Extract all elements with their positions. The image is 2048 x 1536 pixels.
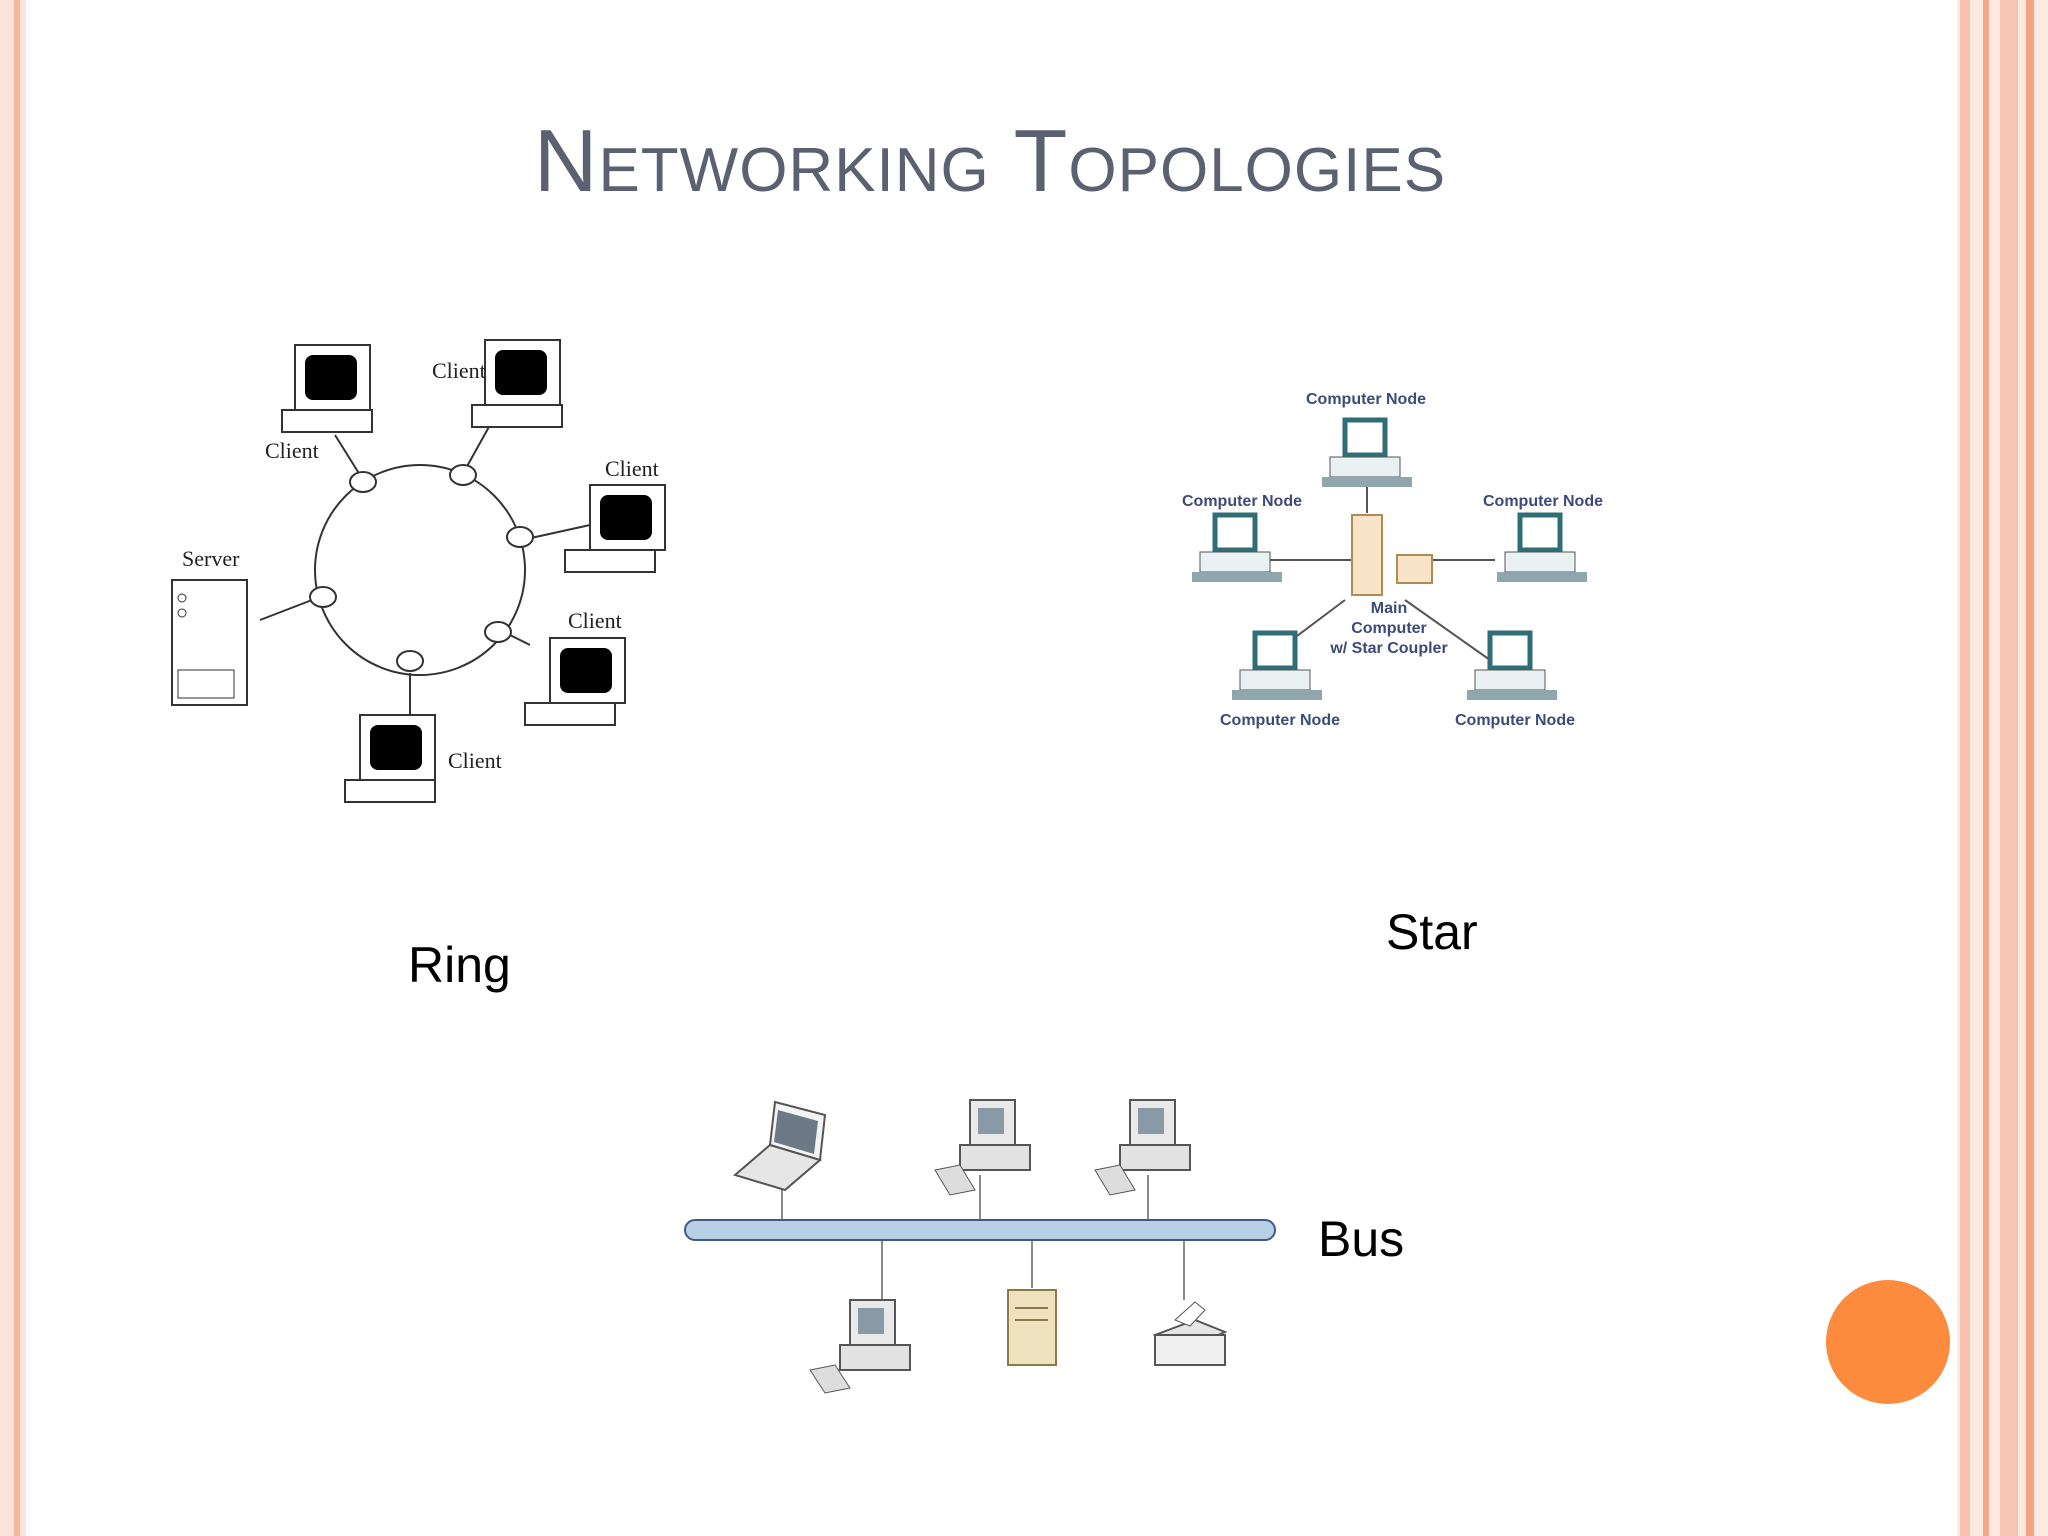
computer-node-icon bbox=[1467, 630, 1557, 700]
main-computer-label: Main bbox=[1371, 600, 1407, 617]
bus-topology-diagram bbox=[684, 1099, 1276, 1394]
bus-backbone bbox=[684, 1219, 1276, 1241]
client-label: Client bbox=[448, 748, 502, 773]
node-label: Computer Node bbox=[1220, 712, 1340, 729]
printer-icon bbox=[1152, 1301, 1228, 1366]
client-label: Client bbox=[605, 456, 659, 481]
ring-topology-diagram: Server Client Client Client Client Clien… bbox=[171, 339, 666, 803]
ring-node bbox=[349, 471, 377, 493]
computer-node-icon bbox=[1192, 512, 1282, 582]
node-label: Computer Node bbox=[1483, 493, 1603, 510]
server-icon bbox=[171, 579, 248, 706]
ring-loop bbox=[314, 464, 526, 676]
right-border-line bbox=[1983, 0, 1989, 1536]
computer-node-icon bbox=[1232, 630, 1322, 700]
main-computer-icon bbox=[1351, 514, 1433, 596]
left-border bbox=[0, 0, 26, 1536]
laptop-icon bbox=[732, 1100, 827, 1192]
ring-node bbox=[506, 526, 534, 548]
star-topology-diagram: Computer Node Computer Node Computer Nod… bbox=[1182, 391, 1603, 729]
ring-caption: Ring bbox=[408, 937, 511, 993]
server-icon bbox=[1007, 1289, 1057, 1366]
right-border-line bbox=[2026, 0, 2034, 1536]
client-computer-icon bbox=[281, 344, 373, 433]
client-computer-icon bbox=[344, 714, 436, 803]
main-computer-label: w/ Star Coupler bbox=[1329, 640, 1447, 657]
node-label: Computer Node bbox=[1455, 712, 1575, 729]
computer-node-icon bbox=[1497, 512, 1587, 582]
node-label: Computer Node bbox=[1182, 493, 1302, 510]
ring-node bbox=[309, 586, 337, 608]
client-computer-icon bbox=[564, 484, 666, 573]
ring-node bbox=[449, 464, 477, 486]
right-border-line bbox=[1960, 0, 1970, 1536]
bus-caption: Bus bbox=[1318, 1211, 1405, 1267]
ring-node bbox=[396, 650, 424, 672]
desktop-computer-icon bbox=[809, 1299, 911, 1394]
decorative-circle bbox=[1826, 1280, 1950, 1404]
main-computer-label: Computer bbox=[1351, 620, 1427, 637]
node-label: Computer Node bbox=[1306, 391, 1426, 408]
client-label: Client bbox=[432, 358, 486, 383]
client-computer-icon bbox=[524, 637, 626, 726]
client-computer-icon bbox=[471, 339, 563, 428]
ring-node bbox=[484, 621, 512, 643]
desktop-computer-icon bbox=[934, 1099, 1031, 1196]
client-label: Client bbox=[265, 438, 319, 463]
computer-node-icon bbox=[1322, 417, 1412, 487]
left-border-line bbox=[14, 0, 20, 1536]
server-label: Server bbox=[182, 546, 240, 571]
star-caption: Star bbox=[1386, 904, 1478, 960]
client-label: Client bbox=[568, 608, 622, 633]
desktop-computer-icon bbox=[1094, 1099, 1191, 1196]
slide-title: Networking Topologies bbox=[533, 111, 1447, 210]
right-border-line bbox=[2000, 0, 2018, 1536]
